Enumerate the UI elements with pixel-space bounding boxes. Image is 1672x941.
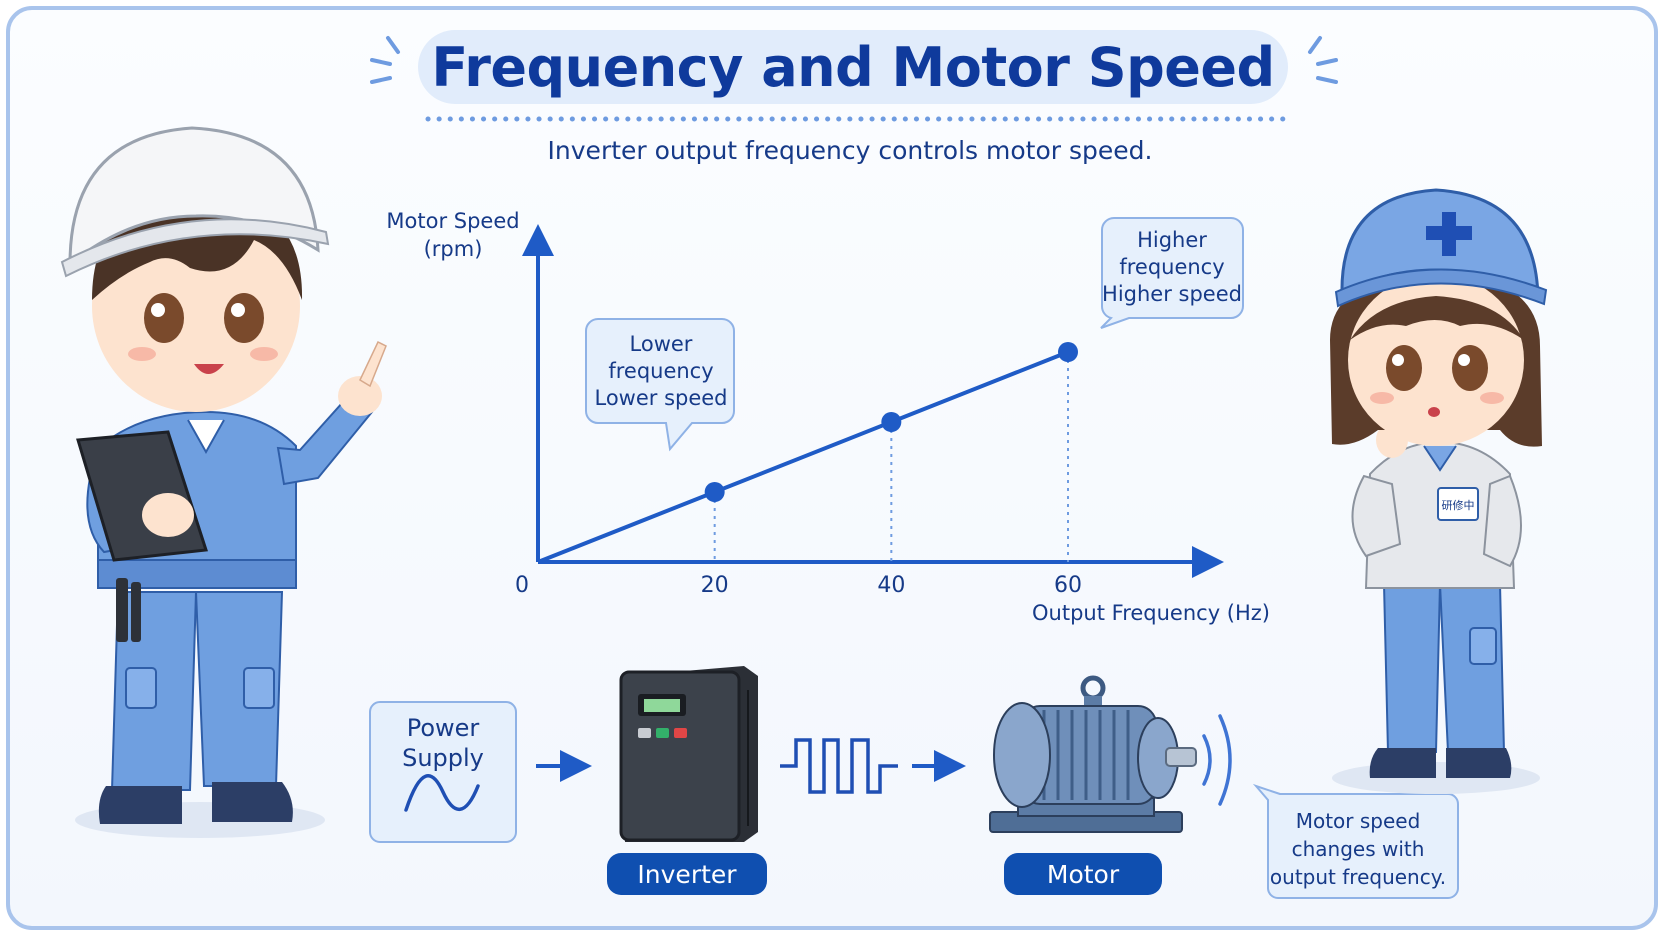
motion-lines-icon <box>1202 714 1232 806</box>
callout-higher-line2: frequency <box>1119 255 1224 279</box>
motor-note-line2: changes with <box>1292 837 1425 861</box>
x-axis-label: Output Frequency (Hz) <box>1032 601 1270 625</box>
title-banner: Frequency and Motor Speed <box>418 30 1288 104</box>
motor-label-pill <box>1004 853 1162 895</box>
title-sparkle-left <box>370 36 400 84</box>
callout-higher: Higher frequency Higher speed <box>1100 217 1244 329</box>
data-point <box>704 482 725 502</box>
inverter-device-icon <box>619 666 758 842</box>
data-point <box>1058 342 1078 362</box>
x-tick-label: 40 <box>877 573 905 598</box>
data-point <box>881 412 902 432</box>
engineer-right-illustration: 研修中 <box>1330 188 1548 794</box>
page-title: Frequency and Motor Speed <box>431 35 1275 99</box>
x-tick-label: 20 <box>701 573 729 598</box>
callout-lower-line3: Lower speed <box>594 386 727 410</box>
series-line <box>537 350 1069 564</box>
motor-label: Motor <box>1047 860 1120 889</box>
hard-hat-white-icon <box>68 126 320 268</box>
y-axis-label-line2: (rpm) <box>424 237 483 261</box>
sine-wave-icon <box>404 774 480 812</box>
trainee-badge: 研修中 <box>1437 487 1479 521</box>
callout-lower-line2: frequency <box>608 359 713 383</box>
page-subtitle: Inverter output frequency controls motor… <box>547 136 1153 165</box>
y-axis-label-line1: Motor Speed <box>386 209 519 233</box>
flow-diagram: Power Supply Inverter <box>369 666 1459 899</box>
motor-note-line1: Motor speed <box>1296 809 1421 833</box>
inverter-label-pill <box>607 853 767 895</box>
motor-icon <box>989 675 1197 833</box>
power-supply-label-line2: Supply <box>402 744 484 772</box>
chart-marks: 20 40 60 <box>537 342 1082 598</box>
callout-higher-line1: Higher <box>1137 228 1207 252</box>
callout-lower: Lower frequency Lower speed <box>585 318 735 452</box>
engineer-left-illustration <box>60 126 387 838</box>
inverter-label: Inverter <box>637 860 737 889</box>
pwm-waveform-icon <box>780 738 898 794</box>
trainee-badge-text: 研修中 <box>1442 498 1475 512</box>
power-supply-label-line1: Power <box>407 714 480 742</box>
title-sparkle-right <box>1308 36 1338 84</box>
callout-higher-line3: Higher speed <box>1102 282 1242 306</box>
callout-lower-line1: Lower <box>630 332 693 356</box>
motor-note-line3: output frequency. <box>1270 865 1446 889</box>
motor-note-callout: Motor speed changes with output frequenc… <box>1252 783 1459 899</box>
origin-label: 0 <box>515 573 529 598</box>
chart: Motor Speed (rpm) 0 Output Frequency (Hz… <box>386 209 1270 625</box>
x-tick-label: 60 <box>1054 573 1082 598</box>
power-supply-box: Power Supply <box>369 701 517 843</box>
